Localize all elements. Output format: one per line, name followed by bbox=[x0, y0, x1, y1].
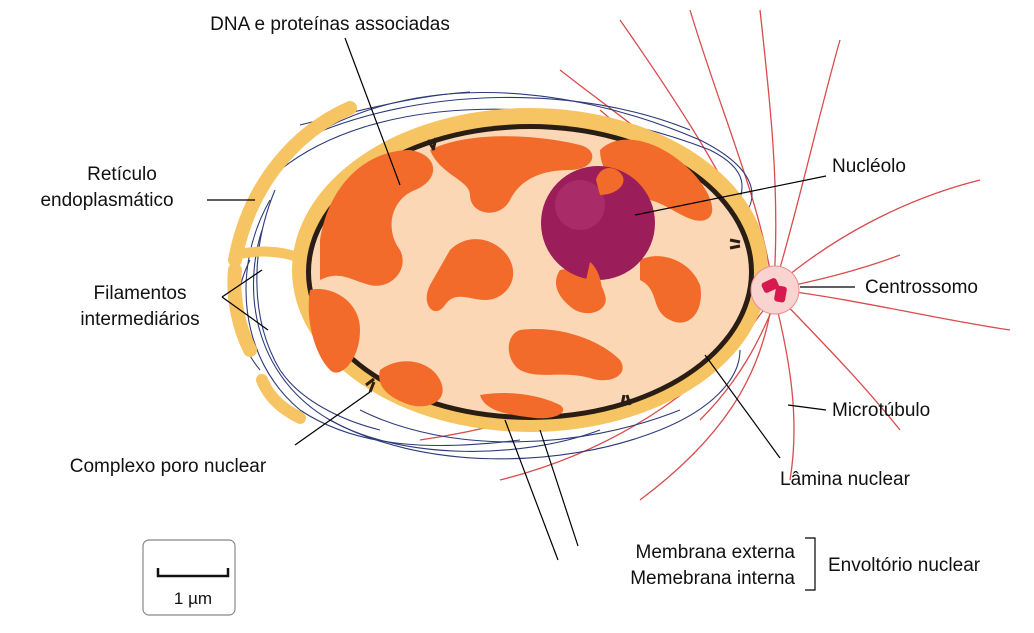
label-membrana-interna: Memebrana interna bbox=[630, 568, 795, 589]
leader-lamina bbox=[705, 355, 780, 458]
label-filamentos-line1: Filamentos bbox=[94, 283, 187, 304]
label-microtubulo: Microtúbulo bbox=[832, 400, 930, 421]
envoltorio-bracket bbox=[805, 538, 815, 590]
label-reticulo-line1: Retículo bbox=[87, 164, 157, 185]
scale-label: 1 µm bbox=[174, 589, 212, 608]
label-membrana-externa: Membrana externa bbox=[636, 542, 796, 563]
label-reticulo-line2: endoplasmático bbox=[40, 190, 173, 211]
label-nucleolo: Nucléolo bbox=[832, 156, 906, 177]
centrosome-halo bbox=[751, 266, 799, 314]
label-envoltorio: Envoltório nuclear bbox=[828, 555, 981, 576]
label-dna: DNA e proteínas associadas bbox=[210, 14, 450, 35]
leader-complexo bbox=[295, 392, 370, 445]
nucleolus-highlight bbox=[555, 180, 605, 230]
label-complexo-poro: Complexo poro nuclear bbox=[70, 456, 267, 477]
scale-bar: 1 µm bbox=[143, 540, 235, 615]
label-lamina: Lâmina nuclear bbox=[780, 469, 911, 490]
label-centrossomo: Centrossomo bbox=[865, 277, 978, 298]
label-filamentos-line2: intermediários bbox=[80, 309, 199, 330]
